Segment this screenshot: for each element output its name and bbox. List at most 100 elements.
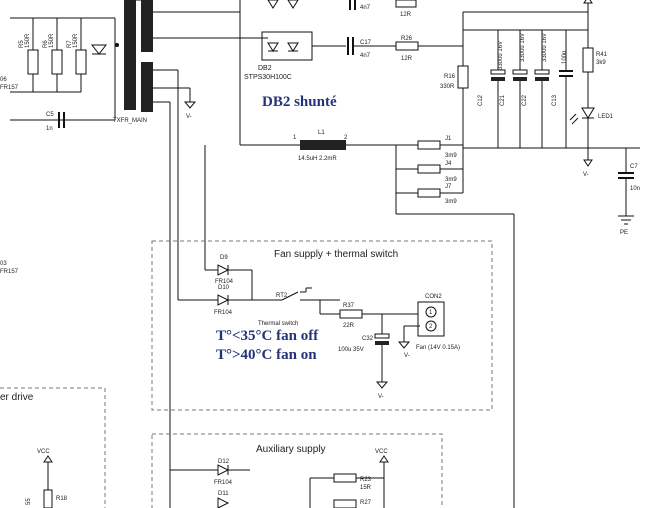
svg-text:J4: J4 xyxy=(445,161,452,167)
resistor-r37: R37 22R xyxy=(319,300,420,329)
svg-text:C21: C21 xyxy=(500,94,506,106)
resistor-r26: R26 12R xyxy=(395,36,463,62)
svg-text:15R: 15R xyxy=(360,485,372,491)
svg-text:R16: R16 xyxy=(444,74,456,80)
fan-ground: Fan (14V 0.15A) V- xyxy=(397,326,460,359)
svg-text:1: 1 xyxy=(293,135,297,141)
resistor-r16: R16 330R xyxy=(440,60,469,90)
svg-text:10n: 10n xyxy=(630,186,640,192)
svg-text:1: 1 xyxy=(429,310,433,316)
diode-d12: D12 FR104 D11 xyxy=(214,459,250,508)
svg-text:R37: R37 xyxy=(343,303,355,309)
r-top-value: 12R xyxy=(400,12,412,18)
rectifier-db2: DB2 STPS30H100C xyxy=(240,31,313,81)
svg-text:3300u 16V: 3300u 16V xyxy=(498,41,504,70)
c5-label: C5 xyxy=(46,112,54,118)
svg-text:330R: 330R xyxy=(440,84,455,90)
led-led1: LED1 V- xyxy=(569,107,614,178)
svg-text:12R: 12R xyxy=(401,56,413,62)
diode-d9: D9 FR104 xyxy=(215,255,253,300)
snubber-resistors: R5 150R R6 150R R7 150R xyxy=(10,17,116,121)
d3-label: 03 xyxy=(0,261,7,267)
supply-wires xyxy=(169,70,218,508)
svg-text:L1: L1 xyxy=(318,130,325,136)
svg-text:VCC: VCC xyxy=(375,449,388,455)
svg-text:D9: D9 xyxy=(220,255,228,261)
transformer-txfr-main: TXFR_MAIN xyxy=(113,0,240,124)
jumpers: J1 3m9 J4 3m9 J7 3m9 xyxy=(395,136,515,508)
svg-text:14.5uH 2.2mR: 14.5uH 2.2mR xyxy=(298,156,337,162)
svg-text:Thermal switch: Thermal switch xyxy=(258,321,298,327)
svg-text:Fan (14V 0.15A): Fan (14V 0.15A) xyxy=(416,345,460,351)
r6-value: 150R xyxy=(49,33,55,48)
svg-text:R41: R41 xyxy=(596,52,608,58)
r5-value: 150R xyxy=(25,33,31,48)
svg-text:D11: D11 xyxy=(218,491,229,497)
db2-value: STPS30H100C xyxy=(244,74,292,81)
svg-text:C32: C32 xyxy=(362,336,374,342)
ground-v-minus-1: V- xyxy=(183,88,197,120)
rectifier-top: 4n7 12R xyxy=(239,0,417,145)
svg-text:C13: C13 xyxy=(552,94,558,106)
fan-supply-block xyxy=(151,240,493,411)
svg-text:CON2: CON2 xyxy=(425,294,442,300)
svg-text:2: 2 xyxy=(429,324,433,330)
svg-text:3300u 16V: 3300u 16V xyxy=(542,33,548,62)
capacitor-bank: 3300u 16V C12 3300u 16V C21 3300u 16V C2… xyxy=(478,30,573,148)
svg-text:3k9: 3k9 xyxy=(596,60,606,66)
capacitor-c5: C5 1n xyxy=(10,112,115,132)
aux-vcc-and-resistors: VCC R23 15R R27 xyxy=(309,449,389,508)
svg-text:R26: R26 xyxy=(401,36,413,42)
svg-text:3m9: 3m9 xyxy=(445,153,457,159)
output-bus xyxy=(462,0,640,149)
r7-value: 150R xyxy=(73,33,79,48)
thermal-switch-rt2: RT2 Thermal switch xyxy=(258,287,340,327)
svg-text:4n7: 4n7 xyxy=(360,53,371,59)
svg-text:C17: C17 xyxy=(360,40,372,46)
svg-text:LED1: LED1 xyxy=(598,114,614,120)
db2-shunted-note: DB2 shunté xyxy=(262,94,337,110)
svg-text:D10: D10 xyxy=(218,285,230,291)
svg-text:J1: J1 xyxy=(445,136,452,142)
svg-text:C7: C7 xyxy=(630,164,638,170)
resistor-r41: R41 3k9 xyxy=(582,12,608,108)
pe-label: PE xyxy=(620,230,628,236)
svg-text:FR104: FR104 xyxy=(214,480,233,486)
fan-on-note: T°>40°C fan on xyxy=(216,347,317,363)
svg-text:V-: V- xyxy=(378,394,384,400)
fan-supply-title: Fan supply + thermal switch xyxy=(274,249,398,260)
svg-text:RT2: RT2 xyxy=(276,293,288,299)
svg-text:3m9: 3m9 xyxy=(445,177,457,183)
svg-text:FR104: FR104 xyxy=(215,279,234,285)
svg-text:V-: V- xyxy=(404,353,410,359)
auxiliary-block xyxy=(151,433,443,508)
svg-text:VCC: VCC xyxy=(37,449,50,455)
svg-text:100n: 100n xyxy=(562,51,568,64)
txfr-label: TXFR_MAIN xyxy=(113,118,147,124)
svg-text:V-: V- xyxy=(583,172,589,178)
capacitor-c7: C7 10n PE xyxy=(618,148,640,236)
c-top-value: 4n7 xyxy=(360,5,371,11)
capacitor-c32: C32 100u 35V V- xyxy=(338,314,390,400)
d3-value: FR157 xyxy=(0,269,19,275)
svg-text:2: 2 xyxy=(344,135,348,141)
svg-text:R18: R18 xyxy=(56,496,68,502)
d6-value: FR157 xyxy=(0,85,19,91)
r6-label: R6 xyxy=(43,40,49,48)
auxiliary-title: Auxiliary supply xyxy=(256,444,325,455)
svg-text:R27: R27 xyxy=(360,500,372,506)
fan-off-note: T°<35°C fan off xyxy=(216,328,319,344)
svg-text:22R: 22R xyxy=(343,323,355,329)
r7-label: R7 xyxy=(67,40,73,48)
svg-text:3300u 16V: 3300u 16V xyxy=(520,33,526,62)
svg-text:J7: J7 xyxy=(445,184,452,190)
diode-d10: D10 FR104 xyxy=(214,285,282,316)
svg-text:V-: V- xyxy=(186,114,192,120)
svg-text:C12: C12 xyxy=(478,94,484,106)
capacitor-c17: C17 4n7 xyxy=(312,37,396,59)
d6-label: 06 xyxy=(0,77,7,83)
connector-con2: CON2 1 2 xyxy=(404,294,445,337)
db2-label: DB2 xyxy=(258,65,272,72)
svg-text:C22: C22 xyxy=(522,94,528,106)
